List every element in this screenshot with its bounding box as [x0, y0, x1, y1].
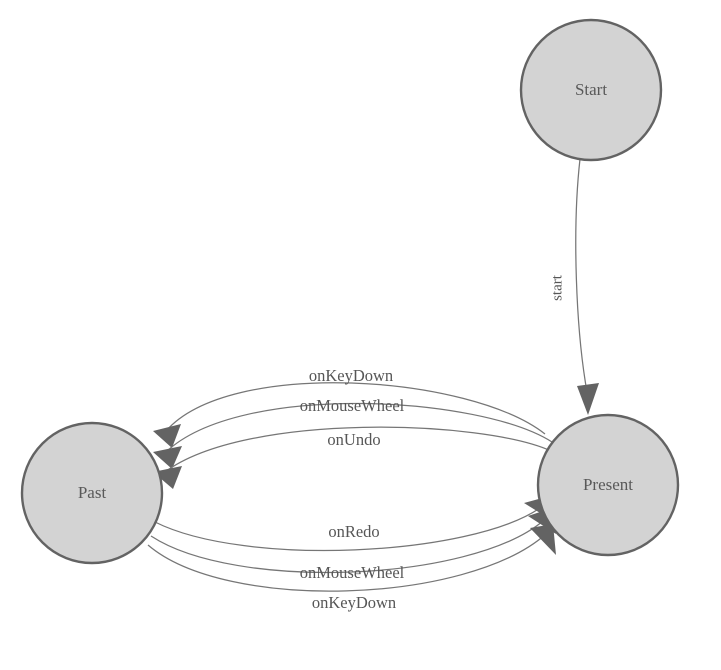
edge-path-redo: [154, 507, 541, 552]
edge-path-start: [575, 158, 588, 393]
node-past[interactable]: Past: [20, 421, 164, 565]
edge-label-keydown-up: onKeyDown: [309, 366, 393, 385]
node-present-circle[interactable]: [536, 413, 680, 557]
node-present[interactable]: Present: [536, 413, 680, 557]
arrowhead-past-keydown-up: [153, 424, 181, 448]
node-present-label: Present: [583, 475, 633, 494]
edge-present-to-past-undo: [153, 426, 552, 489]
node-start[interactable]: Start: [519, 18, 663, 162]
edge-label-mousewheel-dn: onMouseWheel: [300, 563, 405, 582]
edge-label-undo: onUndo: [327, 430, 380, 449]
edge-label-mousewheel-up: onMouseWheel: [300, 396, 405, 415]
edge-present-to-past-mousewheel: [153, 402, 553, 469]
edge-present-to-past-keydown: [153, 382, 546, 448]
arrowhead-present-keydown-dn: [530, 524, 556, 555]
edge-path-mousewheel-dn: [150, 520, 544, 574]
arrowhead-past-mousewheel-up: [153, 446, 182, 469]
edge-start-to-present: [575, 158, 599, 415]
edge-path-keydown-up: [165, 382, 546, 435]
edge-path-undo: [164, 426, 552, 473]
edge-label-redo: onRedo: [328, 522, 379, 541]
arrowhead-past-undo: [153, 466, 182, 489]
node-past-circle[interactable]: [20, 421, 164, 565]
node-start-circle[interactable]: [519, 18, 663, 162]
edge-label-start: start: [549, 274, 565, 301]
edge-label-keydown-dn: onKeyDown: [312, 593, 396, 612]
node-start-label: Start: [575, 80, 607, 99]
edge-path-mousewheel-up: [165, 402, 553, 453]
edge-past-to-present-keydown: [147, 524, 556, 592]
edge-path-keydown-dn: [147, 533, 547, 592]
arrowhead-start-to-present: [577, 383, 599, 415]
node-past-label: Past: [78, 483, 107, 502]
